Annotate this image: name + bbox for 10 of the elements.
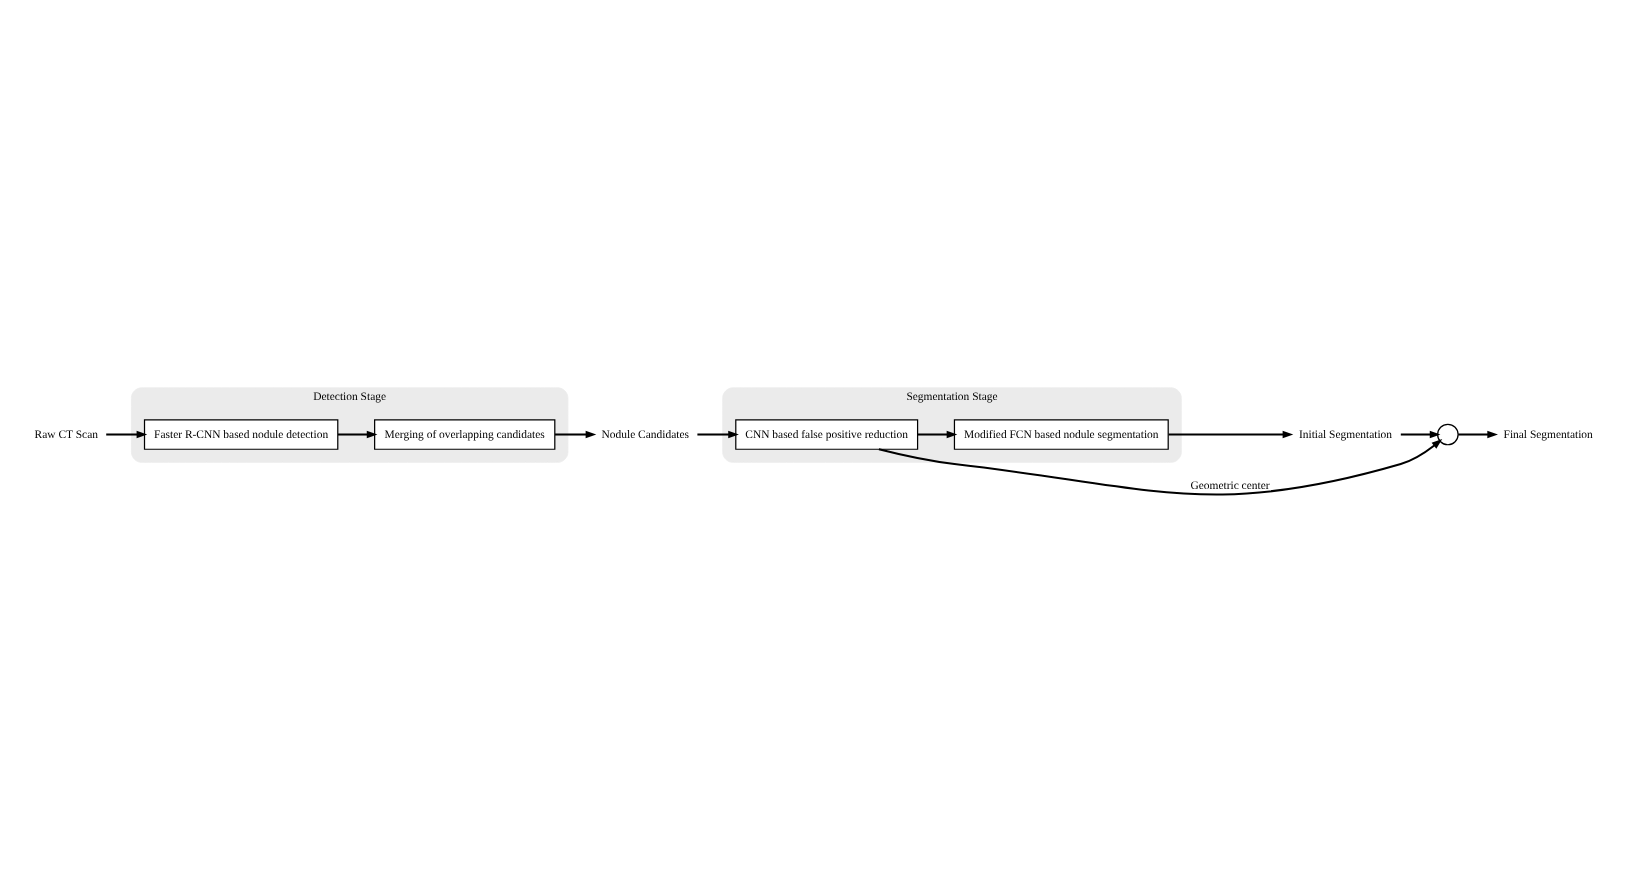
- arrow: [697, 429, 739, 438]
- arrow: [1458, 429, 1498, 438]
- arrow: [917, 429, 958, 438]
- arrow: [1400, 429, 1441, 438]
- arrow: [338, 429, 378, 438]
- arrow: [555, 429, 597, 438]
- arrow: [1168, 429, 1294, 438]
- arrow: [878, 438, 1443, 495]
- arrow: [106, 429, 148, 438]
- node-circle: [1437, 422, 1459, 445]
